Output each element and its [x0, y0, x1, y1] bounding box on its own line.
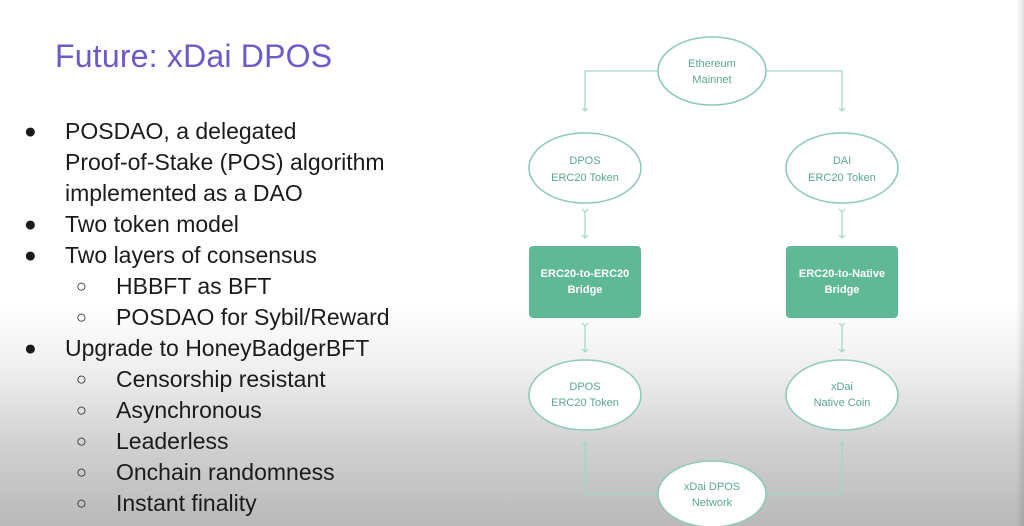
bullet-text-line: implemented as a DAO — [65, 180, 303, 206]
sub-bullet-item: ○ Instant finality — [24, 488, 494, 519]
bullet-circle-icon: ○ — [76, 431, 87, 451]
sub-bullet-item: ○ Censorship resistant — [24, 364, 494, 395]
bullet-text-line: Proof-of-Stake (POS) algorithm — [65, 149, 385, 175]
bullet-item: ● Upgrade to HoneyBadgerBFT — [24, 333, 494, 364]
bullet-circle-icon: ○ — [76, 462, 87, 482]
node-dpos-bottom-line2: ERC20 Token — [551, 397, 619, 409]
sub-bullet-item: ○ POSDAO for Sybil/Reward — [24, 302, 494, 333]
bullet-dot-icon: ● — [24, 337, 37, 360]
bullet-text-line: Upgrade to HoneyBadgerBFT — [65, 335, 370, 361]
node-xdai-native-coin: xDai Native Coin — [785, 359, 899, 431]
bullet-dot-icon: ● — [24, 244, 37, 267]
node-ethereum-line2: Mainnet — [692, 74, 731, 86]
connector-ethereum-to-dai — [767, 70, 846, 112]
connector-network-to-dpos — [581, 441, 658, 495]
sub-bullet-item: ○ Asynchronous — [24, 395, 494, 426]
bridge-right-line1: ERC20-to-Native — [799, 268, 885, 280]
node-dpos-bottom-line1: DPOS — [569, 381, 600, 393]
node-xdai-line1: xDai — [831, 381, 853, 393]
node-dpos-erc20-top: DPOS ERC20 Token — [528, 132, 642, 204]
bullet-text-line: Instant finality — [116, 490, 257, 516]
bullet-text-line: Two token model — [65, 211, 239, 237]
sub-bullet-item: ○ Onchain randomness — [24, 457, 494, 488]
node-dpos-top-line1: DPOS — [569, 155, 600, 167]
sub-bullet-item: ○ Leaderless — [24, 426, 494, 457]
bullet-item: ● Two token model — [24, 209, 494, 240]
bullet-circle-icon: ○ — [76, 400, 87, 420]
node-dpos-erc20-bottom: DPOS ERC20 Token — [528, 359, 642, 431]
bullet-text-line: Onchain randomness — [116, 459, 335, 485]
connector-network-to-xdai — [767, 441, 846, 495]
connector-ethereum-to-dpos — [581, 70, 658, 112]
slide-title: Future: xDai DPOS — [55, 38, 333, 74]
node-erc20-to-native-bridge: ERC20-to-Native Bridge — [786, 246, 898, 318]
node-ethereum-line1: Ethereum — [688, 58, 736, 70]
bullet-text-line: POSDAO, a delegated — [65, 118, 297, 144]
screen-edge-shadow — [1016, 0, 1024, 526]
bullet-circle-icon: ○ — [76, 369, 87, 389]
node-xdai-dpos-network: xDai DPOS Network — [657, 460, 767, 526]
bullet-text-line: POSDAO for Sybil/Reward — [116, 304, 390, 330]
node-dpos-top-line2: ERC20 Token — [551, 172, 619, 184]
bridge-left-line1: ERC20-to-ERC20 — [541, 268, 630, 280]
bullet-item: ● Two layers of consensus — [24, 240, 494, 271]
bullet-circle-icon: ○ — [76, 493, 87, 513]
node-dai-top-line1: DAI — [833, 155, 851, 167]
bullet-text-line: Asynchronous — [116, 397, 262, 423]
bullet-text-line: Censorship resistant — [116, 366, 326, 392]
node-dai-top-line2: ERC20 Token — [808, 172, 876, 184]
node-erc20-to-erc20-bridge: ERC20-to-ERC20 Bridge — [529, 246, 641, 318]
node-network-line2: Network — [692, 497, 733, 509]
bullet-text-line: Two layers of consensus — [65, 242, 317, 268]
bullet-dot-icon: ● — [24, 213, 37, 236]
bridge-left-line2: Bridge — [568, 284, 603, 296]
bullet-circle-icon: ○ — [76, 307, 87, 327]
node-xdai-line2: Native Coin — [814, 397, 871, 409]
bullet-text-line: HBBFT as BFT — [116, 273, 272, 299]
bullet-text-line: Leaderless — [116, 428, 229, 454]
node-dai-erc20-top: DAI ERC20 Token — [785, 132, 899, 204]
sub-bullet-item: ○ HBBFT as BFT — [24, 271, 494, 302]
node-ethereum-mainnet: Ethereum Mainnet — [657, 36, 767, 106]
bridge-right-line2: Bridge — [825, 284, 860, 296]
node-network-line1: xDai DPOS — [684, 481, 740, 493]
bullet-circle-icon: ○ — [76, 276, 87, 296]
bullet-dot-icon: ● — [24, 120, 37, 143]
